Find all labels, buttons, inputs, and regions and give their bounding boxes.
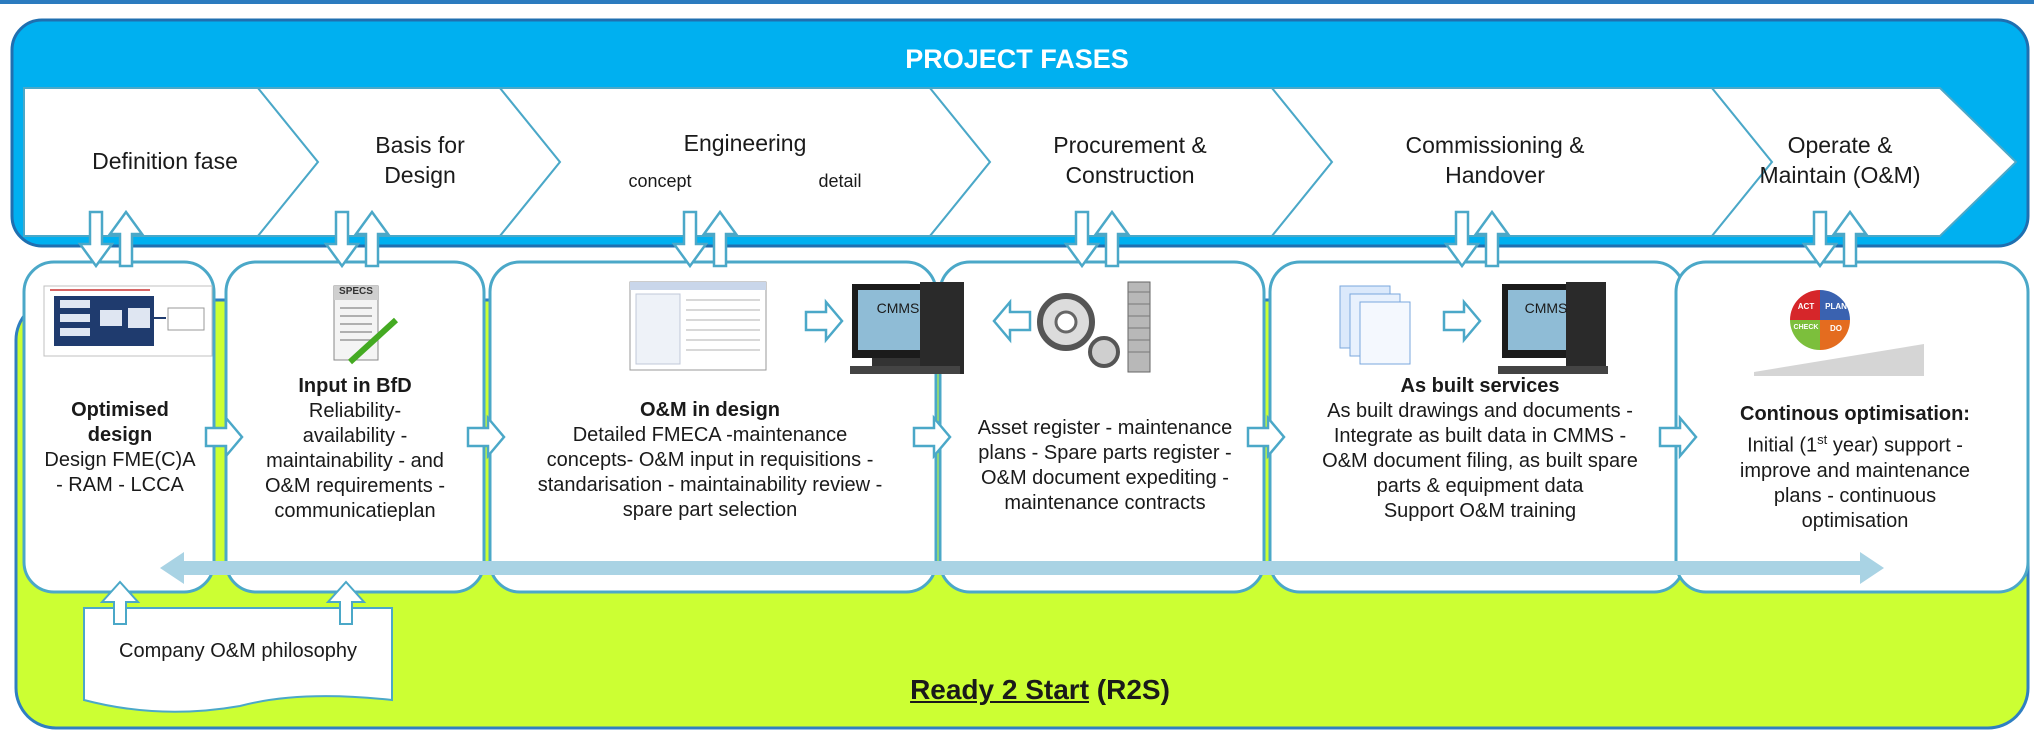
phase-basis: Basis for Design: [375, 132, 465, 188]
cmms-computer-icon-2: [1498, 282, 1608, 374]
phase-definition: Definition fase: [92, 148, 238, 174]
card-as-built-title: As built services: [1400, 375, 1560, 397]
lifecycle-bar: [160, 552, 1884, 584]
specs-document-icon: [333, 285, 399, 365]
phase-commissioning: Commissioning & Handover: [1405, 132, 1585, 188]
phase-procurement: Procurement & Construction: [1053, 132, 1207, 188]
arrow-card4-5: [1246, 414, 1286, 460]
phase-engineering-concept: concept: [628, 171, 692, 191]
arrows-procurement: [1063, 209, 1131, 269]
card-optimised-title: Optimised design: [71, 399, 169, 446]
arrows-engineering: [671, 209, 739, 269]
phase-operate: Operate & Maintain (O&M): [1759, 132, 1921, 188]
card-asset-body: Asset register - maintenance plans - Spa…: [977, 417, 1233, 514]
card-bfd-title: Input in BfD: [298, 375, 412, 397]
card-om-design-title: O&M in design: [640, 399, 780, 421]
card-continous-body: Initial (1st year) support - improve and…: [1739, 432, 1971, 532]
r2s-suffix: (R2S): [1089, 674, 1170, 705]
arrow-card5-6: [1658, 414, 1698, 460]
r2s-footer: Ready 2 Start (R2S): [840, 674, 1240, 706]
arrow-card3-4: [912, 414, 952, 460]
philosophy-box: [83, 580, 393, 713]
phase-engineering: Engineering: [683, 130, 807, 156]
arrows-operate: [1801, 209, 1869, 269]
card-continous-title: Continous optimisation:: [1740, 403, 1970, 425]
pdca-act: ACT: [1797, 302, 1815, 311]
page-title: PROJECT FASES: [905, 44, 1129, 74]
phase-chevrons: [23, 87, 2018, 237]
documents-icon: [1339, 285, 1411, 365]
design-diagram-icon: [43, 285, 213, 357]
cmms-label: CMMS: [876, 300, 920, 316]
arrow-card1-2: [204, 414, 244, 460]
software-screenshot-icon: [629, 281, 767, 371]
vertical-arrows: [77, 209, 1869, 269]
arrow-from-bearing: [992, 298, 1032, 344]
card-as-built-body: As built drawings and documents - Integr…: [1322, 400, 1638, 522]
cmms-label-2: CMMS: [1524, 300, 1568, 316]
card-bfd-body: Reliability- availability - maintainabil…: [264, 400, 446, 522]
specs-label: SPECS: [339, 286, 373, 297]
arrows-basis: [323, 209, 391, 269]
bearing-icon: [1037, 281, 1151, 373]
arrow-docs-to-cmms: [1442, 298, 1482, 344]
chevron-engineering: [497, 87, 992, 237]
arrow-card2-3: [466, 414, 506, 460]
phase-engineering-detail: detail: [818, 171, 862, 191]
pdca-check: CHECK: [1793, 324, 1819, 331]
horizontal-arrows: [204, 298, 1698, 460]
top-rule: [0, 0, 2034, 4]
arrows-commissioning: [1443, 209, 1511, 269]
card-om-design-body: Detailed FMECA -maintenance concepts- O&…: [537, 424, 883, 521]
pdca-plan: PLAN: [1825, 302, 1847, 311]
pdca-cycle-icon: [1754, 290, 1924, 376]
chevron-operate: [1709, 87, 2018, 237]
cmms-computer-icon: [850, 282, 964, 374]
arrow-to-cmms: [804, 298, 844, 344]
pdca-do: DO: [1830, 324, 1842, 333]
r2s-underlined: Ready 2 Start: [910, 674, 1090, 705]
philosophy-label: Company O&M philosophy: [119, 640, 357, 662]
card-optimised-body: Design FME(C)A - RAM - LCCA: [44, 449, 196, 496]
arrows-definition: [77, 209, 145, 269]
